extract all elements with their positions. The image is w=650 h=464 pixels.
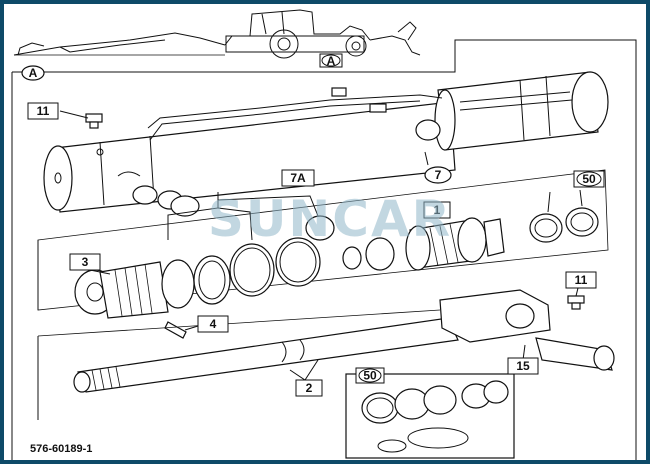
callout-leaders: [89, 151, 583, 275]
view-marker-a-left: A: [21, 65, 45, 81]
fitting-left: [331, 87, 347, 97]
svg-text:11: 11: [575, 273, 588, 287]
sheet-boundary: [11, 39, 637, 460]
callout-1: 1: [423, 201, 451, 219]
view-marker-label: A: [29, 66, 38, 80]
wear-rings-50: [529, 207, 599, 243]
svg-text:50: 50: [363, 369, 377, 383]
callout-50-top: 50: [573, 170, 605, 188]
o-ring-7: [415, 119, 441, 141]
callout-7a: 7A: [281, 169, 315, 187]
view-marker-label-machine: A: [327, 54, 336, 68]
part-code: 576-60189-1: [30, 443, 92, 455]
bottom-group-frame: [37, 309, 441, 420]
callout-7: 7: [424, 166, 452, 184]
piston-rod: [73, 317, 459, 393]
view-marker-a-machine: A: [319, 53, 343, 68]
middle-group-frame: [37, 169, 609, 311]
callout-3: 3: [69, 253, 101, 271]
svg-text:15: 15: [516, 359, 530, 373]
svg-text:2: 2: [306, 381, 313, 395]
svg-text:3: 3: [82, 255, 89, 269]
svg-text:7: 7: [435, 168, 442, 182]
callout-2: 2: [295, 379, 323, 397]
seal-kit-box: [345, 373, 515, 459]
svg-text:1: 1: [434, 203, 441, 217]
svg-text:50: 50: [582, 172, 596, 186]
rod-eye: [439, 289, 615, 371]
svg-text:4: 4: [210, 317, 217, 331]
callout-11-top: 11: [27, 102, 59, 120]
bleed-screw-right: [567, 295, 585, 310]
fitting-right: [369, 103, 387, 113]
callout-50-box: 50: [355, 367, 385, 384]
callout-4: 4: [197, 315, 229, 333]
callout-11-right: 11: [565, 271, 597, 289]
backhoe-loader-illustration: [13, 9, 421, 59]
watermark-text: SUNCAR: [208, 190, 452, 248]
svg-text:7A: 7A: [290, 171, 306, 185]
grub-screw: [164, 321, 187, 339]
gland-head: [74, 255, 231, 319]
bleed-screw-top: [85, 113, 103, 129]
piston-seal-rings: [229, 215, 395, 297]
svg-text:11: 11: [37, 104, 50, 118]
piston: [405, 217, 505, 271]
callout-15: 15: [507, 357, 539, 375]
cylinder-barrel: [43, 71, 609, 213]
seal-kit-7a: [132, 185, 200, 217]
